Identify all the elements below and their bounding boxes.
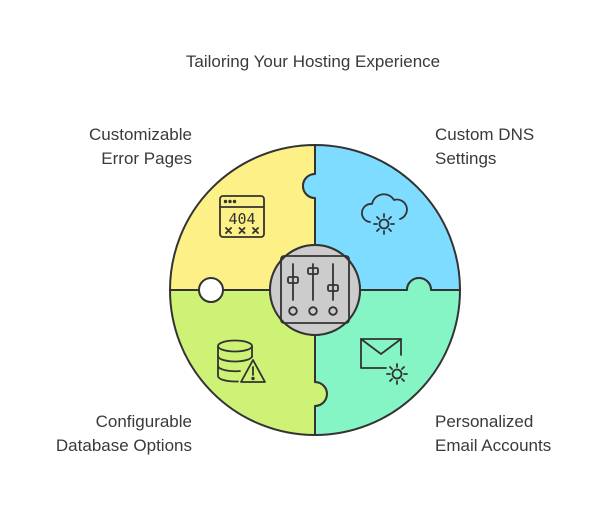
label-line: Email Accounts (435, 436, 552, 455)
label-line: Customizable (89, 125, 192, 144)
label-line: Error Pages (101, 149, 192, 168)
error-404-page-icon: 404 (219, 195, 265, 238)
email-gear-icon (360, 338, 408, 385)
label-line: Database Options (55, 436, 192, 455)
label-custom-dns-settings: Custom DNS Settings (435, 123, 534, 171)
label-line: Personalized (435, 412, 534, 431)
cloud-gear-icon (361, 193, 408, 235)
database-warning-icon (217, 339, 266, 383)
diagram-title: Tailoring Your Hosting Experience (185, 52, 441, 71)
error-code-text: 404 (228, 210, 255, 228)
label-line: Settings (435, 149, 497, 168)
sliders-control-icon (280, 255, 350, 324)
label-line: Configurable (95, 412, 192, 431)
label-configurable-database-options: Configurable Database Options (56, 410, 192, 458)
center-hub (269, 244, 361, 336)
label-customizable-error-pages: Customizable Error Pages (89, 123, 192, 171)
label-personalized-email-accounts: Personalized Email Accounts (435, 410, 551, 458)
label-line: Custom DNS (435, 125, 535, 144)
